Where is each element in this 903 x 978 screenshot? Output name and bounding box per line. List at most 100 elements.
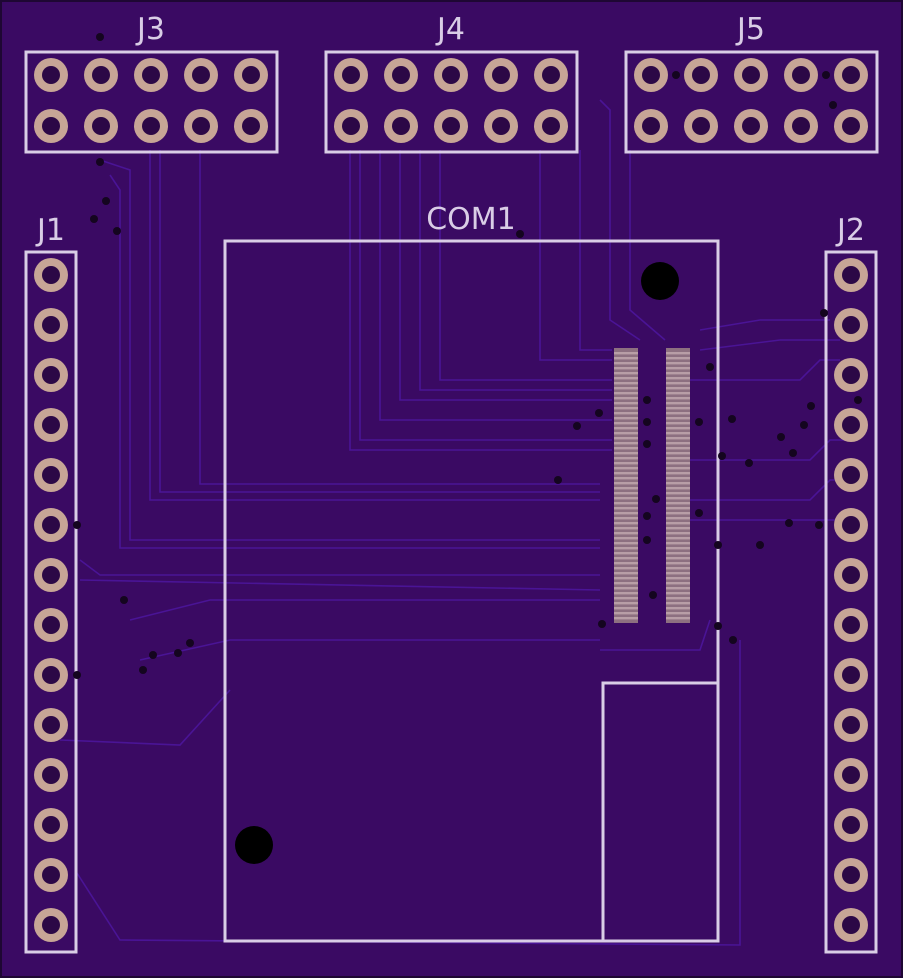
connector-pin [614, 462, 638, 465]
via [728, 415, 736, 423]
j5-pin [684, 109, 718, 143]
j1-pin [34, 658, 68, 692]
via [139, 666, 147, 674]
connector-pin [614, 397, 638, 400]
connector-pin [666, 477, 690, 480]
j5-pin [834, 109, 868, 143]
connector-pin [666, 537, 690, 540]
j2-pin [834, 358, 868, 392]
via [554, 476, 562, 484]
connector-pin [666, 582, 690, 585]
connector-pin [614, 487, 638, 490]
vias [73, 33, 862, 679]
j5-label: J5 [735, 12, 765, 47]
j2-pin [834, 558, 868, 592]
connector-pin [666, 552, 690, 555]
j5-pin [684, 58, 718, 92]
j1-pin [34, 708, 68, 742]
via [789, 449, 797, 457]
connector-pin [666, 587, 690, 590]
connector-pin [614, 482, 638, 485]
j4-pin [384, 109, 418, 143]
j2-pin [834, 858, 868, 892]
connector-pin [666, 437, 690, 440]
connector-pin [666, 392, 690, 395]
connector-pin [614, 547, 638, 550]
connector-pin [614, 577, 638, 580]
via [102, 197, 110, 205]
via [714, 541, 722, 549]
j1-pin [34, 758, 68, 792]
connector-pin [614, 457, 638, 460]
connector-pin [614, 442, 638, 445]
connector-pin [614, 532, 638, 535]
com1-connector-left [614, 348, 638, 623]
connector-pin [614, 392, 638, 395]
connector-pin [666, 462, 690, 465]
connector-pin [666, 482, 690, 485]
connector-pin [614, 357, 638, 360]
j5-pin [784, 109, 818, 143]
j4-pin [484, 109, 518, 143]
connector-pin [614, 597, 638, 600]
connector-pin [666, 527, 690, 530]
j3-pin [134, 109, 168, 143]
via [96, 33, 104, 41]
j1-pin [34, 508, 68, 542]
connector-pin [666, 357, 690, 360]
com1-connector-right [666, 348, 690, 623]
j1-pin [34, 908, 68, 942]
j2-outline [824, 250, 878, 954]
j2-pin [834, 708, 868, 742]
connector-pin [666, 507, 690, 510]
j4-outline [324, 50, 579, 154]
connector-pin [666, 397, 690, 400]
via [516, 230, 524, 238]
connector-pin [614, 472, 638, 475]
connector-pin [666, 557, 690, 560]
connector-pin [614, 592, 638, 595]
connector-pin [614, 452, 638, 455]
j3-pin [34, 58, 68, 92]
via [829, 101, 837, 109]
connector-pin [666, 607, 690, 610]
j1-pin [34, 258, 68, 292]
connector-pin [666, 617, 690, 620]
connector-pin [614, 367, 638, 370]
connector-pin [666, 542, 690, 545]
j2-pin [834, 658, 868, 692]
connector-pin [666, 352, 690, 355]
via [807, 402, 815, 410]
connector-pin [666, 492, 690, 495]
via [73, 671, 81, 679]
via [90, 215, 98, 223]
connector-pin [666, 472, 690, 475]
j1-pin [34, 858, 68, 892]
j4-label: J4 [435, 12, 465, 47]
mounting-hole-top [641, 262, 679, 300]
j3-pin [184, 109, 218, 143]
j3-pin [134, 58, 168, 92]
connector-pin [614, 617, 638, 620]
via [695, 418, 703, 426]
j4-pin [434, 58, 468, 92]
connector-pin [614, 502, 638, 505]
connector-pin [666, 547, 690, 550]
j1-pin [34, 808, 68, 842]
j4-pin [334, 109, 368, 143]
via [706, 363, 714, 371]
connector-pin [666, 372, 690, 375]
connector-pin [614, 522, 638, 525]
via [643, 512, 651, 520]
via [800, 421, 808, 429]
connector-pin [614, 567, 638, 570]
connector-pin [614, 422, 638, 425]
connector-pin [666, 612, 690, 615]
connector-pin [614, 542, 638, 545]
j1-outline [24, 250, 78, 954]
j1-pin [34, 458, 68, 492]
connector-pin [614, 427, 638, 430]
connector-pin [666, 382, 690, 385]
copper-traces [59, 99, 850, 946]
